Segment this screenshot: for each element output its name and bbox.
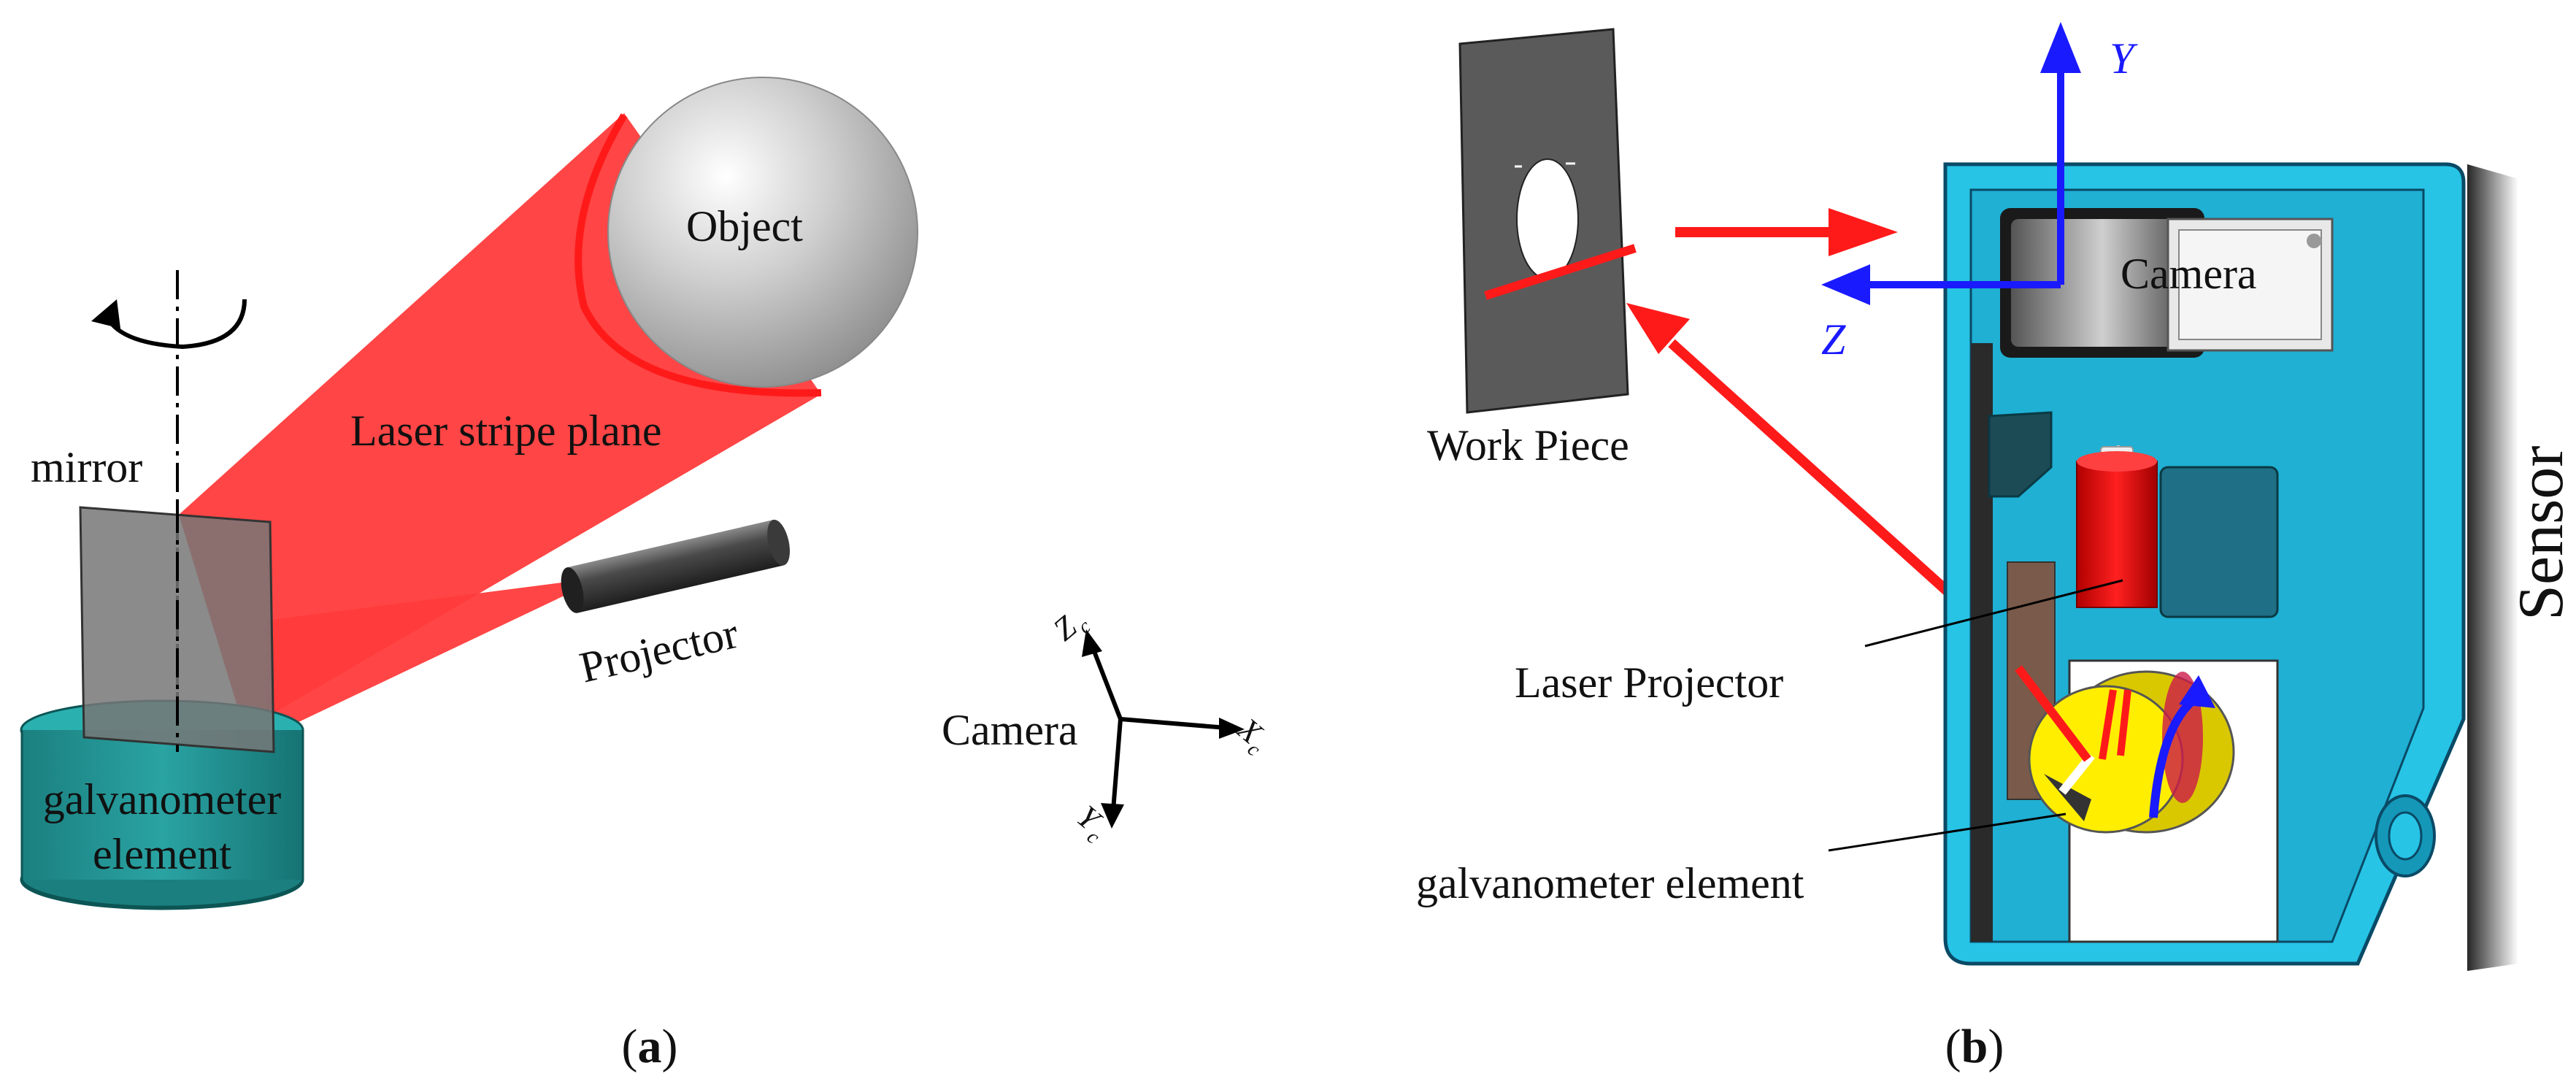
panel-a: Object mirror Laser stripe plane galvano… bbox=[20, 77, 1270, 1073]
svg-text:Z: Z bbox=[1046, 609, 1083, 648]
red-beam-stub bbox=[2015, 665, 2091, 762]
laser-line-on-object bbox=[574, 113, 822, 397]
work-piece bbox=[1458, 28, 1637, 414]
camera-label-a: Camera bbox=[942, 706, 1078, 754]
galvanometer-element bbox=[2028, 670, 2235, 834]
rotation-arrow bbox=[104, 299, 247, 350]
laser-projector-label: Laser Projector bbox=[1515, 658, 1783, 707]
red-arrow-to-workpiece bbox=[1626, 303, 1953, 597]
caption-b: (b) bbox=[1945, 1020, 2004, 1073]
galvo-label-line2: element bbox=[93, 830, 231, 878]
projector-beam bbox=[266, 583, 566, 737]
galvo-label-b: galvanometer element bbox=[1416, 859, 1804, 907]
camera-body bbox=[2000, 208, 2334, 358]
projector-label: Projector bbox=[575, 609, 742, 692]
sensor-label: Sensor bbox=[2506, 445, 2576, 621]
galvo-label-line1: galvanometer bbox=[43, 775, 282, 823]
workpiece-laser-stripe bbox=[1484, 244, 1637, 300]
sensor-shadow bbox=[2467, 164, 2518, 971]
workpiece-label: Work Piece bbox=[1427, 421, 1629, 469]
projector-cylinder bbox=[561, 519, 791, 613]
red-arrow-to-camera bbox=[1675, 208, 1898, 256]
mirror-label: mirror bbox=[31, 443, 142, 491]
mirror bbox=[79, 506, 275, 753]
laser-plane-label: Laser stripe plane bbox=[350, 407, 661, 455]
caption-a: (a) bbox=[622, 1020, 678, 1073]
camera-label-b: Camera bbox=[2121, 250, 2257, 298]
axis-z-label-b: Z bbox=[1821, 315, 1846, 364]
panel-b: Work Piece bbox=[1416, 22, 2576, 1073]
laser-projector bbox=[2076, 445, 2158, 608]
object-sphere bbox=[607, 77, 918, 388]
rotation-arrowhead bbox=[91, 299, 120, 329]
object-label: Object bbox=[686, 202, 803, 250]
laser-projector-leader bbox=[1864, 579, 2123, 648]
camera-frame bbox=[1082, 629, 1245, 829]
axis-y-label-b: Y bbox=[2110, 34, 2138, 82]
axis-x-label: X c bbox=[1229, 710, 1269, 761]
blue-axes bbox=[1821, 22, 2081, 305]
galvo-leader bbox=[1828, 813, 2066, 852]
